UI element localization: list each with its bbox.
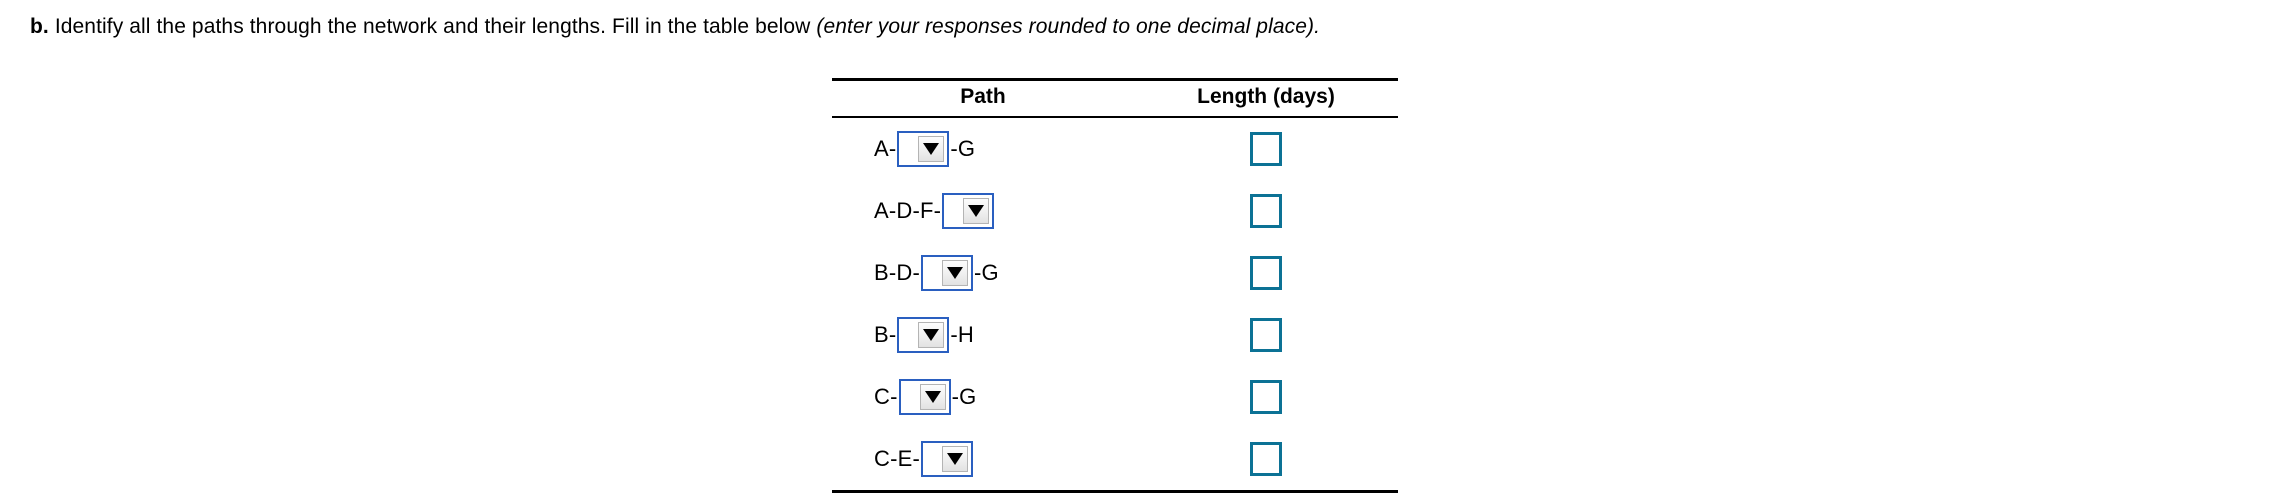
path-cell: C-E- xyxy=(832,428,1134,493)
path-prefix-label: B-D- xyxy=(874,260,921,285)
table-row: B- -H xyxy=(832,304,1398,366)
length-input-5[interactable] xyxy=(1250,380,1282,414)
table-row: A- -G xyxy=(832,117,1398,180)
length-cell xyxy=(1134,242,1398,304)
length-cell xyxy=(1134,304,1398,366)
question-label: b. xyxy=(30,15,49,38)
length-cell xyxy=(1134,366,1398,428)
chevron-down-icon xyxy=(942,446,969,472)
chevron-down-icon xyxy=(919,384,946,410)
table-header: Path Length (days) xyxy=(832,78,1398,118)
path-suffix-label: -H xyxy=(950,322,975,347)
question-text: Identify all the paths through the netwo… xyxy=(54,15,811,38)
chevron-down-icon xyxy=(918,322,945,348)
table-header-row: Path Length (days) xyxy=(832,78,1398,118)
length-input-6[interactable] xyxy=(1250,442,1282,476)
path-cell: A- -G xyxy=(832,117,1134,180)
length-cell xyxy=(1134,117,1398,180)
path-node-select-5[interactable] xyxy=(898,379,951,415)
length-input-2[interactable] xyxy=(1250,194,1282,228)
chevron-down-icon xyxy=(963,198,990,224)
path-cell: B- -H xyxy=(832,304,1134,366)
length-input-1[interactable] xyxy=(1250,132,1282,166)
length-input-3[interactable] xyxy=(1250,256,1282,290)
table-row: C- -G xyxy=(832,366,1398,428)
path-suffix-label: -G xyxy=(951,384,977,409)
path-node-select-2[interactable] xyxy=(942,193,995,229)
length-input-4[interactable] xyxy=(1250,318,1282,352)
path-node-select-3[interactable] xyxy=(921,255,974,291)
path-prefix-label: C-E- xyxy=(874,446,921,471)
path-node-select-4[interactable] xyxy=(897,317,950,353)
path-cell: B-D- -G xyxy=(832,242,1134,304)
length-cell xyxy=(1134,180,1398,242)
path-suffix-label: -G xyxy=(950,136,976,161)
table-row: C-E- xyxy=(832,428,1398,493)
question-prompt: b. Identify all the paths through the ne… xyxy=(30,14,1320,40)
path-prefix-label: A-D-F- xyxy=(874,198,942,223)
column-header-length: Length (days) xyxy=(1134,78,1398,118)
path-node-select-6[interactable] xyxy=(921,441,974,477)
column-header-path: Path xyxy=(832,78,1134,118)
chevron-down-icon xyxy=(942,260,969,286)
path-cell: C- -G xyxy=(832,366,1134,428)
path-prefix-label: C- xyxy=(874,384,898,409)
table-row: B-D- -G xyxy=(832,242,1398,304)
length-cell xyxy=(1134,428,1398,493)
chevron-down-icon xyxy=(918,136,945,162)
paths-table: Path Length (days) A- -G xyxy=(832,78,1398,493)
path-prefix-label: A- xyxy=(874,136,897,161)
path-suffix-label: -G xyxy=(974,260,999,285)
table-body: A- -G A-D-F- xyxy=(832,117,1398,493)
path-node-select-1[interactable] xyxy=(897,131,950,167)
paths-table-container: Path Length (days) A- -G xyxy=(832,78,1398,493)
question-note: (enter your responses rounded to one dec… xyxy=(816,15,1321,38)
table-row: A-D-F- xyxy=(832,180,1398,242)
path-prefix-label: B- xyxy=(874,322,897,347)
path-cell: A-D-F- xyxy=(832,180,1134,242)
